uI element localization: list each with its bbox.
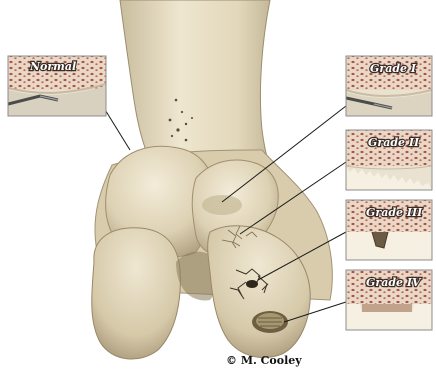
label-grade-4: Grade IV [366,276,422,289]
grade-4-lesion [252,311,288,333]
label-grade-2: Grade II [368,136,420,149]
inset-grade-3: Grade III [346,200,432,260]
inset-grade-4: Grade IV [346,270,432,330]
label-grade-1: Grade I [370,62,417,75]
inset-normal: Normal [8,56,106,116]
label-normal: Normal [29,60,76,73]
grade-1-softening [202,195,242,215]
inset-grade-2: Grade II [346,130,432,190]
copyright-credit: © M. Cooley [226,354,302,367]
femur-bone [92,0,333,359]
inset-grade-1: Grade I [346,56,432,116]
lateral-condyle [92,228,181,359]
label-grade-3: Grade III [366,206,423,219]
grade-3-pit [246,280,258,288]
